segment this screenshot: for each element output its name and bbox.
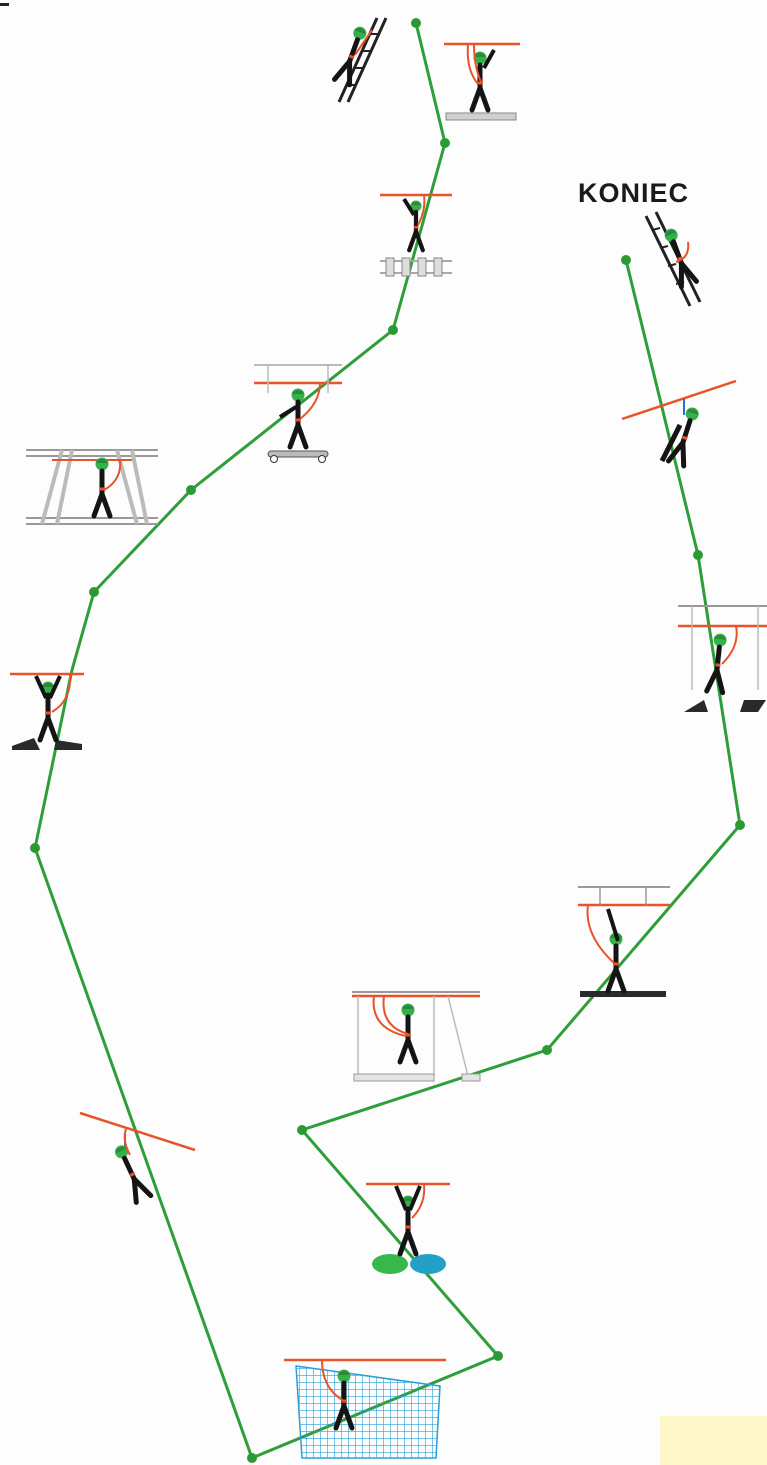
route-node: [411, 18, 421, 28]
route-node: [440, 138, 450, 148]
swing-bridge-icon: [352, 992, 480, 1081]
cargo-net-icon: [284, 1360, 446, 1458]
swinging-beams-icon: [26, 450, 158, 524]
route-node: [693, 550, 703, 560]
route-node: [493, 1351, 503, 1361]
route-nodes: [30, 18, 745, 1463]
route-node: [247, 1453, 257, 1463]
zip-line-icon: [80, 1113, 195, 1202]
platform-traverse-icon: [444, 44, 520, 120]
course-route-line: [35, 23, 740, 1458]
plank-walk-icon: [578, 887, 670, 997]
route-node: [542, 1045, 552, 1055]
ladder-climb-icon: [335, 18, 386, 102]
route-node: [186, 485, 196, 495]
route-node: [735, 820, 745, 830]
zip-line-icon: [622, 381, 736, 466]
rope-stirrups-icon: [678, 606, 767, 712]
corner-mark: [0, 3, 9, 6]
sticky-note: [660, 1416, 767, 1465]
barrel-crossing-icon: [366, 1184, 450, 1274]
log-bridge-icon: [380, 195, 452, 276]
route-node: [89, 587, 99, 597]
hanging-steps-icon: [10, 674, 84, 750]
route-node: [30, 843, 40, 853]
route-node: [297, 1125, 307, 1135]
ladder-climb-icon: [646, 212, 700, 306]
route-node: [621, 255, 631, 265]
end-label: KONIEC: [578, 178, 689, 209]
route-node: [388, 325, 398, 335]
